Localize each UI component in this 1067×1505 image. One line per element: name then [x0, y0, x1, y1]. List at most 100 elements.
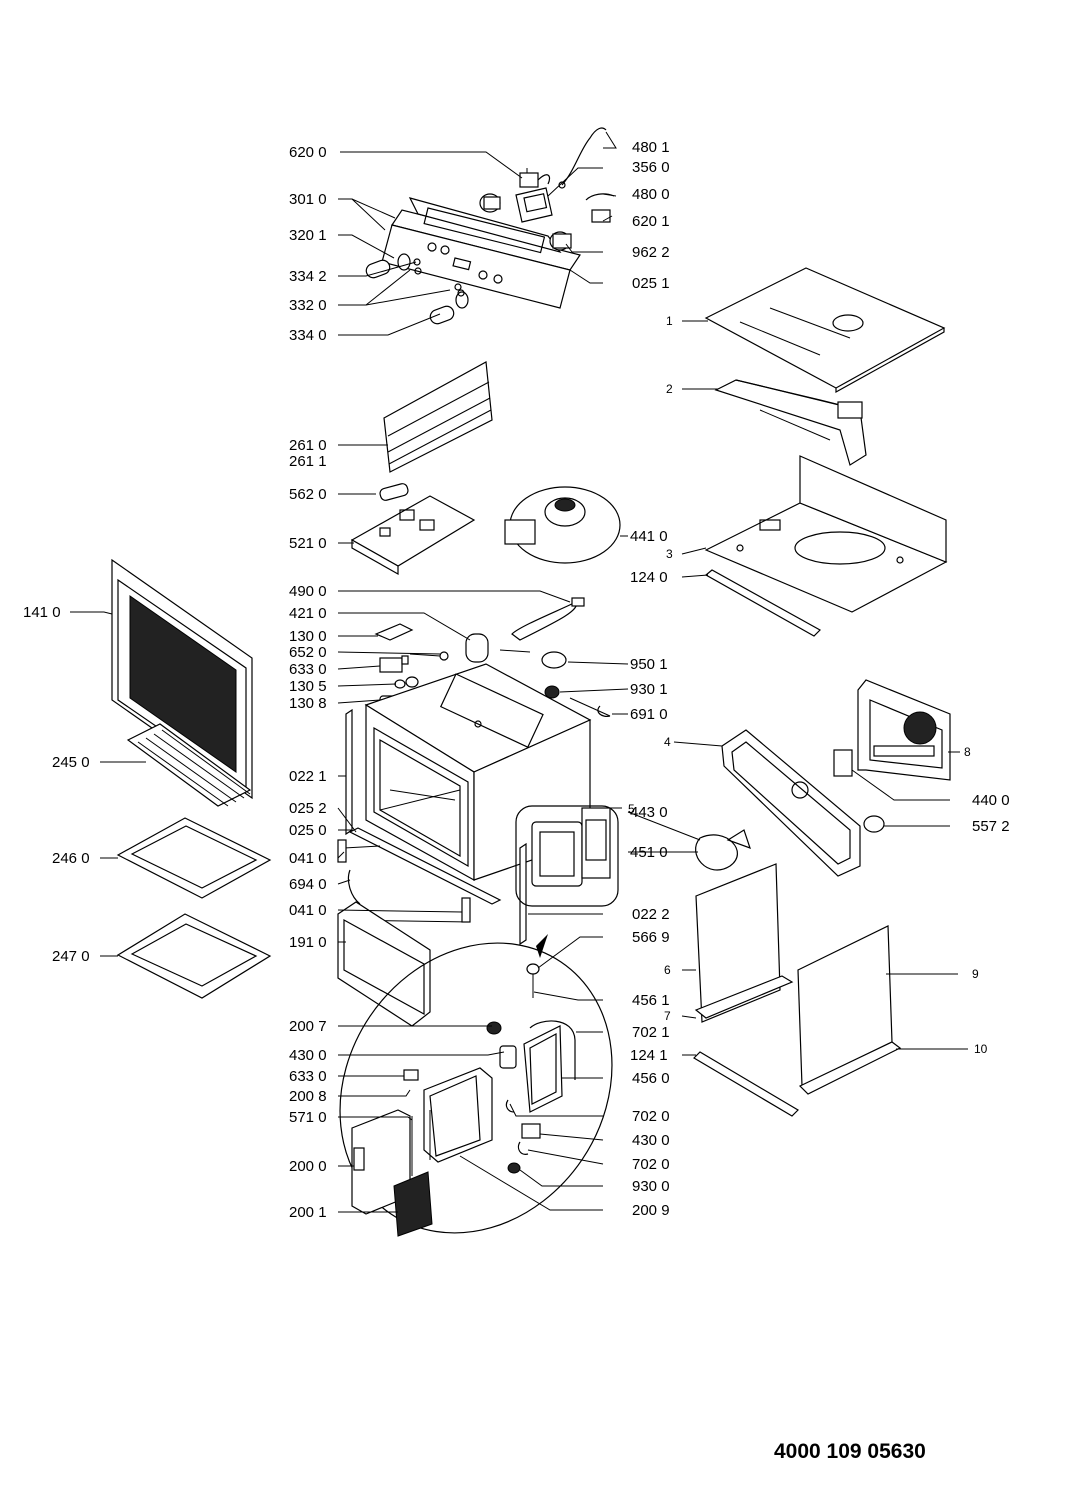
label-930-1: 930 1: [630, 681, 668, 698]
label-441-0: 441 0: [630, 528, 668, 545]
lamp-562-0: [379, 483, 409, 501]
label-443-0: 443 0: [630, 804, 668, 821]
oval-parts: [351, 963, 576, 1237]
label-480-1: 480 1: [632, 139, 670, 156]
label-691-0: 691 0: [630, 706, 668, 723]
label-301-0: 301 0: [289, 191, 327, 208]
label-334-0: 334 0: [289, 327, 327, 344]
oven-cavity-part: [364, 663, 592, 882]
rear-panel-8: [857, 679, 951, 781]
label-3: 3: [666, 547, 673, 561]
steam-generator-module: [531, 807, 611, 887]
label-451-0: 451 0: [630, 844, 668, 861]
side-panel-6: [694, 863, 794, 1023]
label-557-2: 557 2: [972, 818, 1010, 835]
baking-tray-247-0: [116, 913, 272, 999]
label-962-2: 962 2: [632, 244, 670, 261]
label-571-0: 571 0: [289, 1109, 327, 1126]
label-9: 9: [972, 967, 979, 981]
label-1: 1: [666, 314, 673, 328]
label-8: 8: [964, 745, 971, 759]
rail-124-1: [693, 1051, 799, 1117]
parts-950-930-691: [541, 651, 611, 717]
control-board-521-0: [350, 495, 476, 576]
label-247-0: 247 0: [52, 948, 90, 965]
display-356-0: [515, 187, 553, 223]
switch-620-0: [519, 168, 551, 188]
label-246-0: 246 0: [52, 850, 90, 867]
label-200-0: 200 0: [289, 1158, 327, 1175]
control-panel-part: [381, 197, 581, 309]
label-022-2: 022 2: [632, 906, 670, 923]
label-200-9: 200 9: [632, 1202, 670, 1219]
rack-261: [383, 361, 493, 473]
label-702-0-a: 702 0: [632, 1108, 670, 1125]
side-rails: [345, 708, 527, 946]
label-633-0: 633 0: [289, 661, 327, 678]
label-430-0-b: 430 0: [632, 1132, 670, 1149]
baking-tray-246-0: [116, 817, 272, 899]
label-261-0: 261 0: [289, 437, 327, 454]
label-022-1: 022 1: [289, 768, 327, 785]
label-141-0: 141 0: [23, 604, 61, 621]
part-labels: 620 0 480 1 356 0 480 0 301 0 620 1 320 …: [23, 139, 1010, 1221]
label-200-7: 200 7: [289, 1018, 327, 1035]
label-480-0: 480 0: [632, 186, 670, 203]
label-652-0: 652 0: [289, 644, 327, 661]
label-5: 5: [628, 802, 635, 816]
label-430-0-a: 430 0: [289, 1047, 327, 1064]
label-130-0: 130 0: [289, 628, 327, 645]
label-124-1: 124 1: [630, 1047, 668, 1064]
label-124-0: 124 0: [630, 569, 668, 586]
harness-480-1: [558, 127, 607, 189]
label-702-0-b: 702 0: [632, 1156, 670, 1173]
label-521-0: 521 0: [289, 535, 327, 552]
enlarged-detail-oval: [339, 934, 613, 1234]
label-620-0: 620 0: [289, 144, 327, 161]
label-041-0-b: 041 0: [289, 902, 327, 919]
label-025-0: 025 0: [289, 822, 327, 839]
side-panel-9: [797, 925, 902, 1095]
label-191-0: 191 0: [289, 934, 327, 951]
label-332-0: 332 0: [289, 297, 327, 314]
label-245-0: 245 0: [52, 754, 90, 771]
label-2: 2: [666, 382, 673, 396]
air-duct-part: [714, 379, 867, 466]
knob-334-0: [429, 283, 469, 325]
label-130-5: 130 5: [289, 678, 327, 695]
fan-motor-441-0: [504, 486, 621, 564]
label-356-0: 356 0: [632, 159, 670, 176]
label-633-0-b: 633 0: [289, 1068, 327, 1085]
label-261-1: 261 1: [289, 453, 327, 470]
label-4: 4: [664, 735, 671, 749]
label-930-0: 930 0: [632, 1178, 670, 1195]
label-620-1: 620 1: [632, 213, 670, 230]
rail-124-0: [704, 569, 821, 637]
switch-620-1: [591, 209, 611, 223]
seals-and-elements: [337, 827, 502, 923]
label-7: 7: [664, 1009, 671, 1023]
label-130-8: 130 8: [289, 695, 327, 712]
label-562-0: 562 0: [289, 486, 327, 503]
top-cover-part: [704, 267, 946, 394]
label-200-8: 200 8: [289, 1088, 327, 1105]
label-334-2: 334 2: [289, 268, 327, 285]
label-025-1: 025 1: [632, 275, 670, 292]
leader-lines: [70, 131, 968, 1213]
document-code: 4000 109 05630: [774, 1440, 926, 1463]
label-320-1: 320 1: [289, 227, 327, 244]
label-200-1: 200 1: [289, 1204, 327, 1221]
label-025-2: 025 2: [289, 800, 327, 817]
label-421-0: 421 0: [289, 605, 327, 622]
power-cord-490-0: [511, 597, 585, 641]
label-694-0: 694 0: [289, 876, 327, 893]
label-6: 6: [664, 963, 671, 977]
label-440-0: 440 0: [972, 792, 1010, 809]
label-566-9: 566 9: [632, 929, 670, 946]
rounded-outline-box: [515, 805, 619, 907]
label-950-1: 950 1: [630, 656, 668, 673]
label-702-1: 702 1: [632, 1024, 670, 1041]
label-456-1: 456 1: [632, 992, 670, 1009]
label-456-0: 456 0: [632, 1070, 670, 1087]
